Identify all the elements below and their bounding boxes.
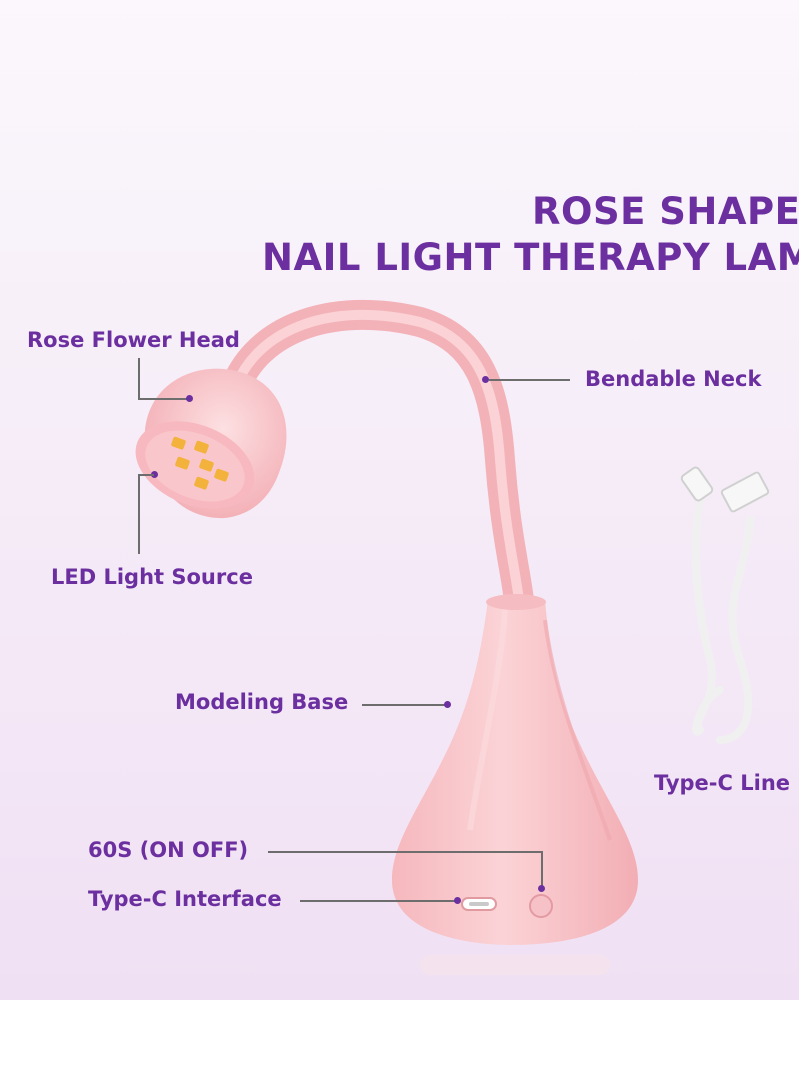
modeling-base [392, 594, 638, 975]
type-c-cable [691, 496, 754, 744]
label-led-light-source: LED Light Source [51, 565, 253, 589]
headline-line-2: NAIL LIGHT THERAPY LAMP [262, 236, 799, 279]
headline-line-1: ROSE SHAPE - [532, 190, 799, 233]
callout-dot-neck [482, 376, 489, 383]
label-modeling-base: Modeling Base [175, 690, 349, 714]
bendable-neck [217, 300, 535, 625]
callout-dot-head [186, 395, 193, 402]
label-rose-flower-head: Rose Flower Head [27, 328, 240, 352]
callout-dot-led [151, 471, 158, 478]
callout-dot-switch [538, 885, 545, 892]
callout-line-base [362, 704, 446, 706]
label-type-c-line: Type-C Line [654, 771, 791, 795]
label-switch: 60S (ON OFF) [88, 838, 249, 862]
callout-line-head-h [138, 398, 190, 400]
callout-line-led-h [138, 474, 154, 476]
callout-line-switch-v [541, 851, 543, 889]
lamp-illustration [135, 300, 770, 975]
callout-line-led-v [138, 474, 140, 554]
product-image: ROSE SHAPE - NAIL LIGHT THERAPY LAMP [0, 0, 799, 1000]
label-bendable-neck: Bendable Neck [585, 367, 762, 391]
callout-dot-port [454, 897, 461, 904]
callout-dot-base [444, 701, 451, 708]
power-button [529, 894, 553, 918]
callout-line-head-v [138, 358, 140, 400]
callout-line-port [300, 900, 456, 902]
callout-line-neck [489, 379, 570, 381]
callout-line-switch-h [268, 851, 542, 853]
usb-plug [680, 466, 770, 513]
label-type-c-interface: Type-C Interface [88, 887, 282, 911]
rose-flower-head [135, 368, 287, 519]
led-chips [171, 436, 229, 490]
